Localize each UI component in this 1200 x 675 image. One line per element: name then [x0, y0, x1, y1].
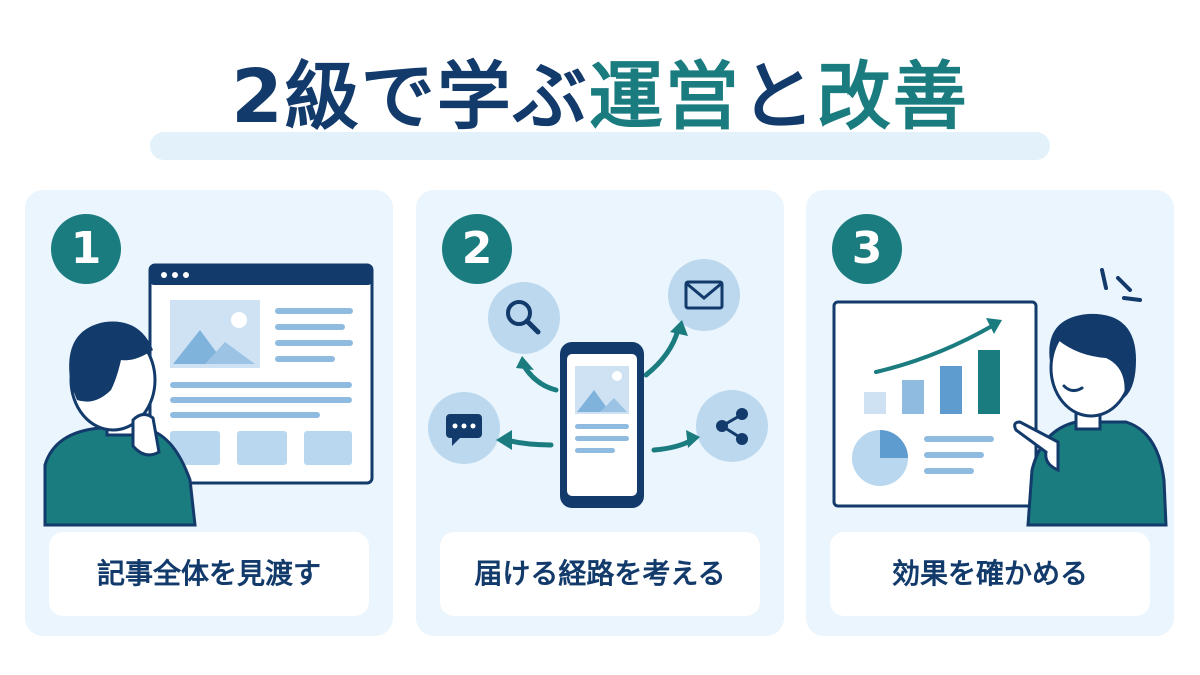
search-icon — [488, 282, 560, 354]
title-underline-band — [150, 132, 1050, 160]
growth-chart-icon — [832, 300, 1038, 508]
step-panel-2: 2 届ける経路を考える — [416, 190, 784, 636]
smartphone-icon — [560, 342, 644, 508]
step-label-2: 届ける経路を考える — [440, 532, 760, 616]
share-icon — [696, 390, 768, 462]
title-part-3: と — [740, 54, 817, 140]
mail-icon — [668, 259, 740, 331]
sparkle-icon — [1100, 268, 1142, 302]
browser-window-icon — [43, 263, 374, 527]
title-part-1: 2級で学ぶ — [231, 54, 589, 140]
page-title: 2級で学ぶ運営と改善 — [0, 52, 1200, 142]
title-part-2: 運営 — [588, 54, 741, 140]
title-part-4: 改善 — [816, 54, 969, 140]
step-number-badge-2: 2 — [442, 214, 512, 284]
step-panel-1: 1 記事全体を見渡す — [25, 190, 393, 636]
chat-icon — [428, 392, 500, 464]
step-panel-3: 3 効果を確かめる — [806, 190, 1174, 636]
step-number-badge-1: 1 — [51, 214, 121, 284]
step-label-3: 効果を確かめる — [830, 532, 1150, 616]
step-label-1: 記事全体を見渡す — [49, 532, 369, 616]
step-number-badge-3: 3 — [832, 214, 902, 284]
